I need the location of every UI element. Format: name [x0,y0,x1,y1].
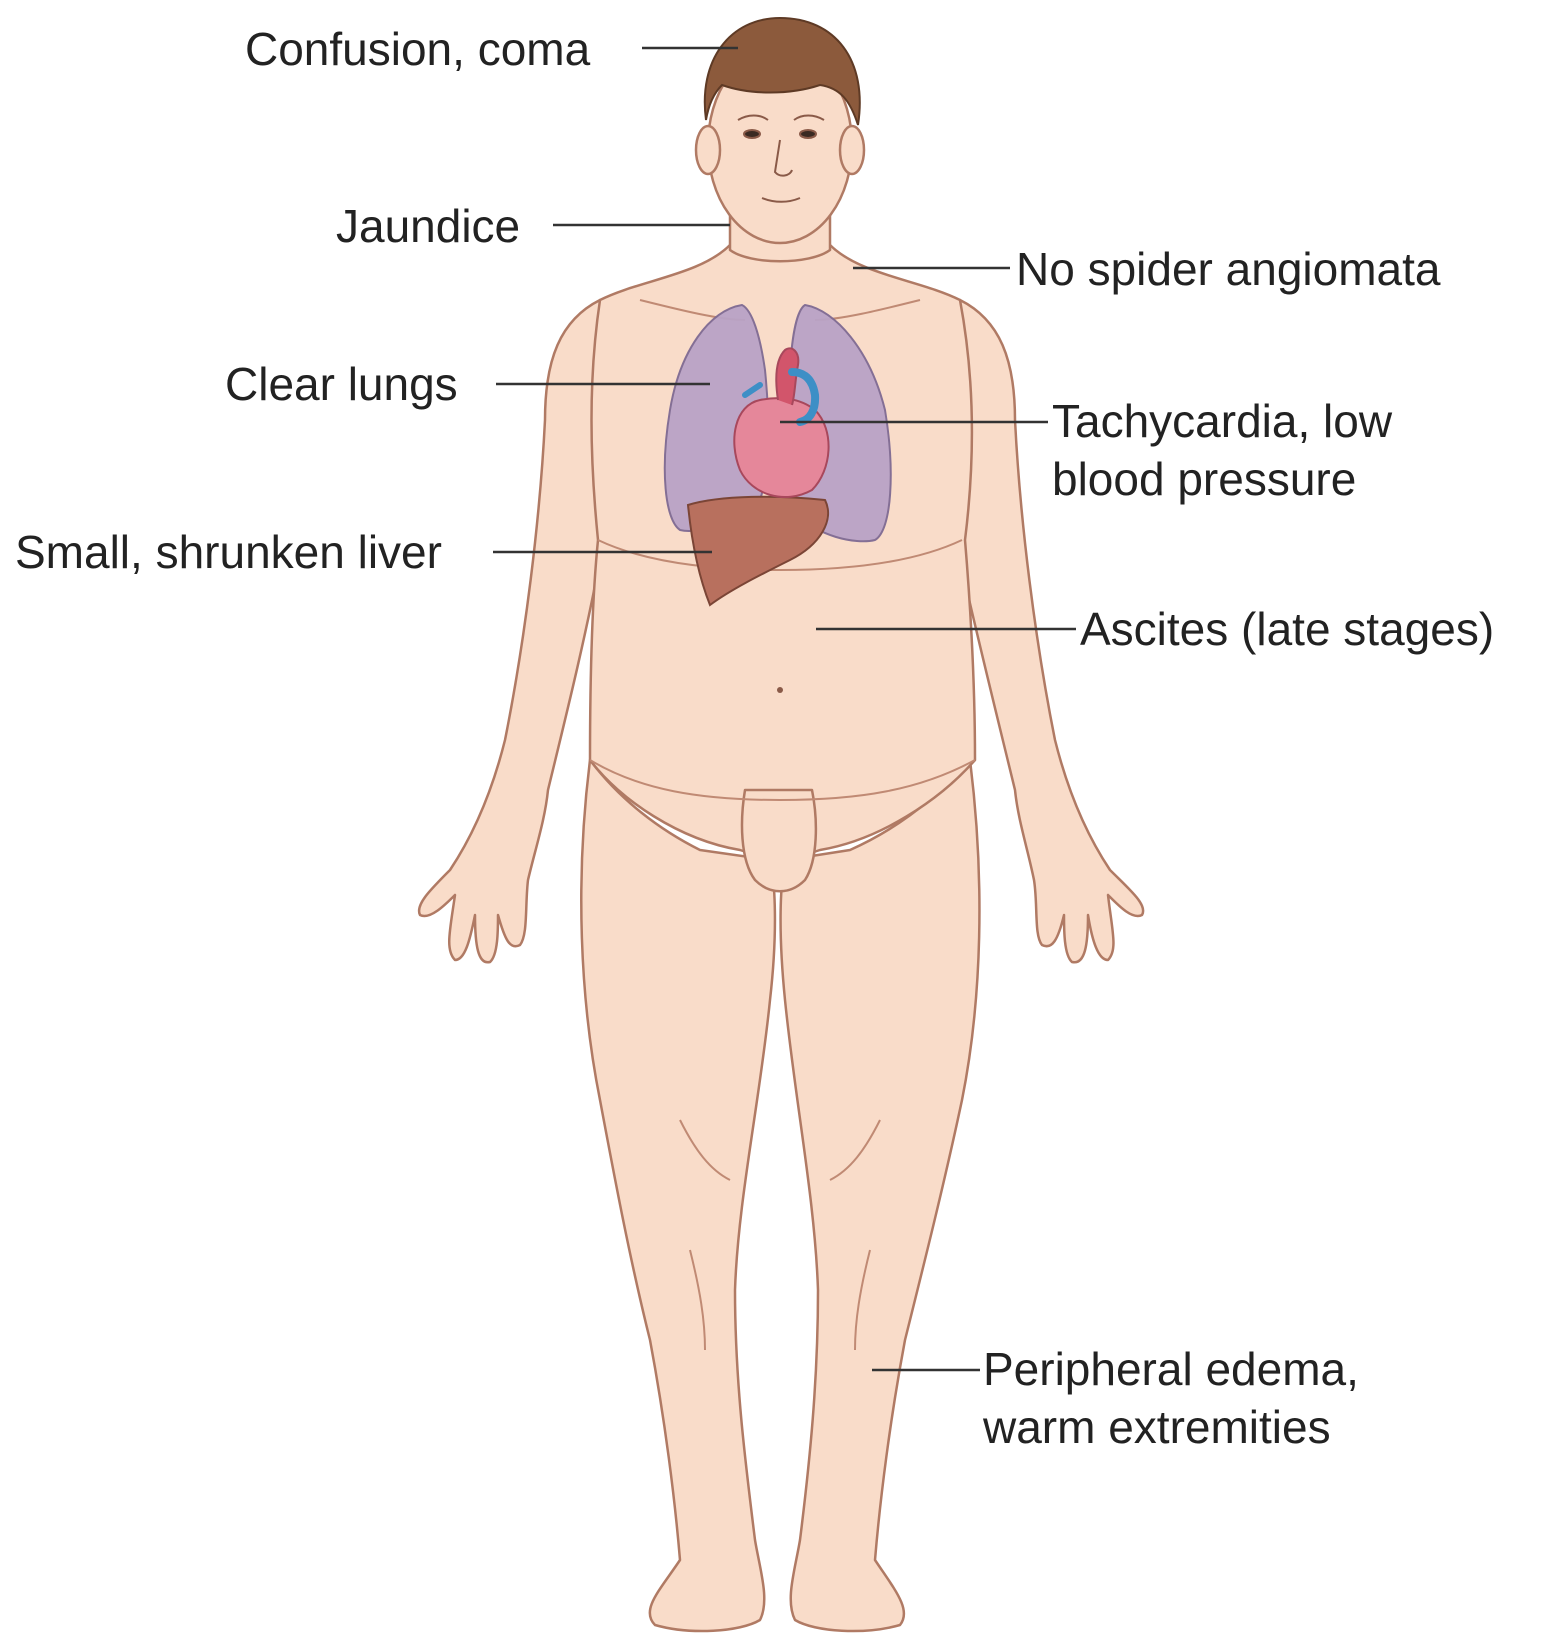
label-liver: Small, shrunken liver [15,523,442,581]
right-leg [781,760,980,1631]
label-spider-angiomata: No spider angiomata [1016,240,1440,298]
label-confusion: Confusion, coma [245,20,590,78]
label-clear-lungs: Clear lungs [225,355,458,413]
label-tachycardia: Tachycardia, low blood pressure [1052,392,1392,508]
label-peripheral-edema: Peripheral edema, warm extremities [983,1340,1359,1456]
label-jaundice: Jaundice [336,197,520,255]
right-ear [840,126,864,174]
label-ascites: Ascites (late stages) [1080,600,1494,658]
genitals [742,790,816,891]
left-ear [696,126,720,174]
left-leg [581,760,775,1631]
navel [777,687,783,693]
